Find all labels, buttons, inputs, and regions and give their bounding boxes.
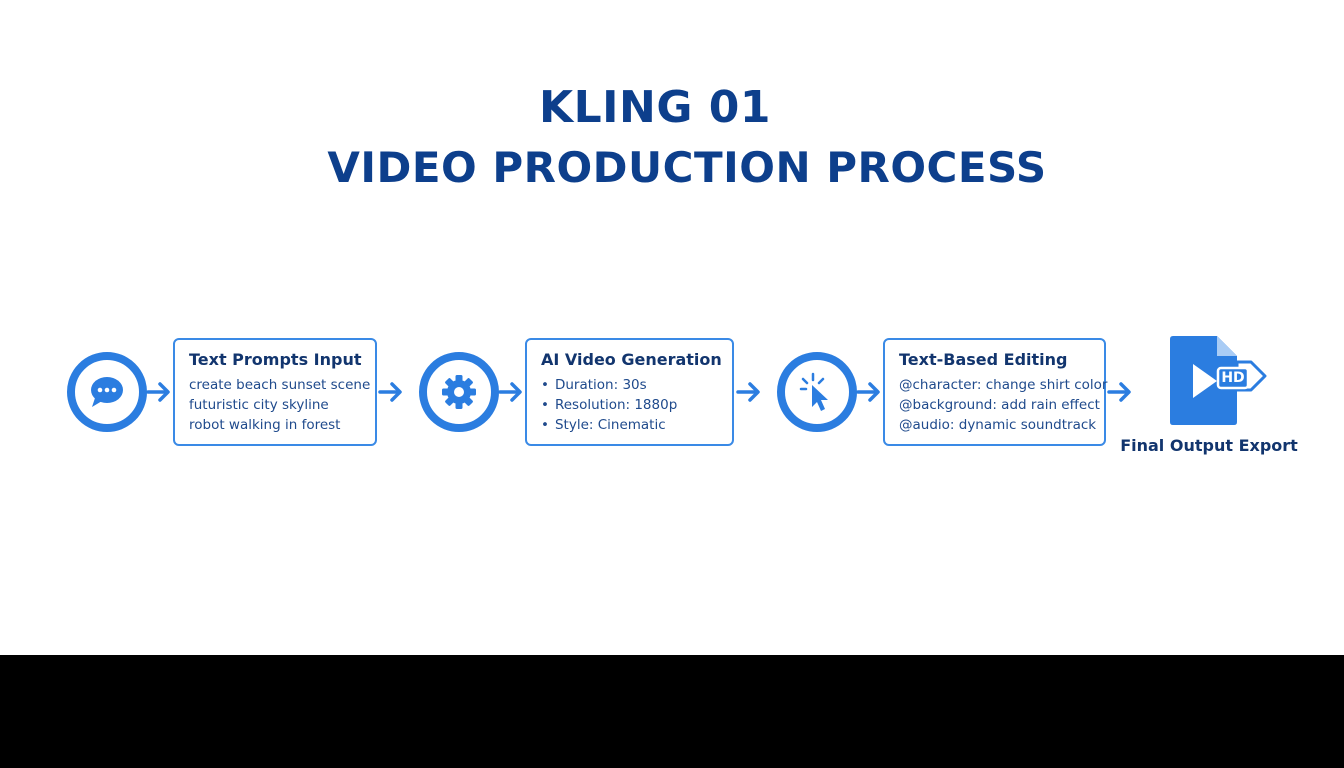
edit-command-line: @character: change shirt color bbox=[899, 377, 1108, 393]
arrow-right-icon bbox=[146, 382, 170, 402]
arrow-right-icon bbox=[378, 382, 402, 402]
gear-icon bbox=[419, 352, 499, 432]
diagram-title: KLING 01 bbox=[539, 82, 771, 133]
arrow-right-icon bbox=[498, 382, 522, 402]
cursor-click-icon bbox=[777, 352, 857, 432]
step-title: Text Prompts Input bbox=[189, 350, 362, 369]
setting-style: Style: Cinematic bbox=[541, 415, 718, 435]
step-box-text-based-editing: Text-Based Editing @character: change sh… bbox=[883, 338, 1108, 446]
chat-bubble-icon bbox=[67, 352, 147, 432]
diagram-subtitle: VIDEO PRODUCTION PROCESS bbox=[327, 143, 1047, 192]
prompt-line: create beach sunset scene bbox=[189, 377, 371, 393]
prompt-line: robot walking in forest bbox=[189, 417, 341, 433]
edit-command-line: @background: add rain effect bbox=[899, 397, 1100, 413]
setting-duration: Duration: 30s bbox=[541, 375, 718, 395]
hd-badge: HD bbox=[1221, 370, 1245, 386]
arrow-right-icon bbox=[856, 382, 880, 402]
prompt-line: futuristic city skyline bbox=[189, 397, 329, 413]
export-label: Final Output Export bbox=[1120, 436, 1298, 455]
arrow-right-icon bbox=[1107, 382, 1131, 402]
bottom-black-bar bbox=[0, 655, 1344, 768]
setting-resolution: Resolution: 1880p bbox=[541, 395, 718, 415]
step-box-text-prompts: Text Prompts Input create beach sunset s… bbox=[173, 338, 377, 446]
step-title: AI Video Generation bbox=[541, 350, 722, 369]
step-box-ai-video-generation: AI Video Generation Duration: 30s Resolu… bbox=[525, 338, 734, 446]
step-title: Text-Based Editing bbox=[899, 350, 1068, 369]
diagram-canvas: KLING 01 VIDEO PRODUCTION PROCESS Text P… bbox=[0, 0, 1344, 655]
edit-command-line: @audio: dynamic soundtrack bbox=[899, 417, 1097, 433]
hd-video-file-icon: HD bbox=[1165, 334, 1269, 432]
arrow-right-icon bbox=[736, 382, 760, 402]
